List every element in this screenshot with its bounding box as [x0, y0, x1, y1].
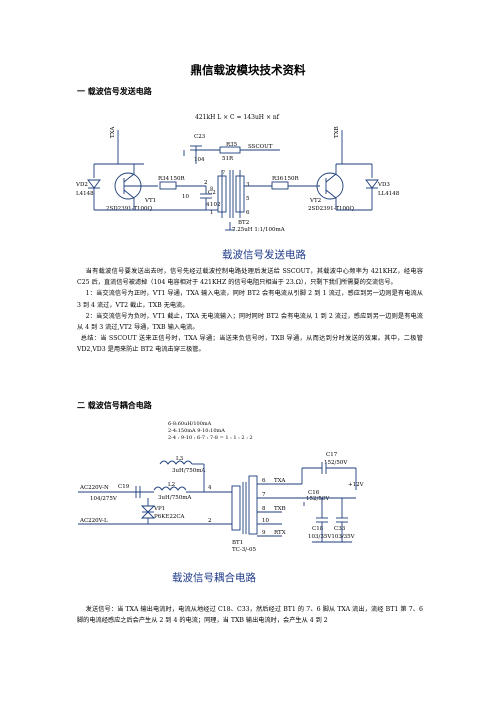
bt2-pin-4: 4: [206, 202, 210, 208]
bt1-note-1: 6-8:60uH/100mA: [168, 421, 212, 427]
l3-inductor: [159, 460, 193, 465]
r34-value: 150R: [170, 176, 185, 182]
txb-label: TXB: [274, 506, 286, 512]
c16-label: C16: [308, 490, 320, 496]
vt1-part: 2SD2391-T100Q: [106, 206, 153, 212]
vp1-label: VP1: [153, 506, 165, 512]
vd3-diode: [365, 179, 379, 210]
bt2-spec: 7.25uH 1:1/100mA: [232, 227, 286, 233]
vd3-label: VD3: [377, 182, 390, 188]
bt1-pin-10: 10: [262, 518, 269, 524]
vt2-transistor: [316, 164, 344, 210]
r36-resistor: [271, 181, 289, 190]
r34-resistor: [159, 181, 177, 190]
l2-inductor: [153, 486, 187, 491]
send-paragraph-3: 2：当交流信号为负时，VT1 截止，TXA 无电流输入；同时同时 BT2 会有电…: [77, 312, 423, 332]
circuit2-caption: 载波信号耦合电路: [172, 571, 256, 584]
c17-value: 152/50V: [324, 460, 348, 466]
bt2-pin-7: 7: [222, 170, 225, 176]
bt1-pin-9: 9: [262, 530, 266, 536]
l3-value: 3uH/750mA: [172, 468, 206, 474]
bt2-pin-1: 1: [210, 210, 214, 216]
ac-n-value: 104/275V: [90, 496, 118, 502]
bt2-pin-2: 2: [204, 180, 208, 186]
r35-value: 51R: [222, 156, 234, 162]
send-circuit-description: 当有载波信号要发送出去时，信号先经过载波控制电路处理后发送给 SSCOUT，其载…: [77, 266, 423, 356]
carrier-coupling-circuit-diagram: 6-8:60uH/100mA 2-4:150mA 9-10:10mA 2-4 :…: [78, 421, 365, 584]
vd2-diode: [87, 179, 101, 210]
send-paragraph-2: 1：当交流信号为正时，VT1 导通，TXA 输入电流，同时 BT2 会有电流从引…: [77, 290, 423, 309]
vt1-transistor: [114, 164, 158, 210]
bt2-transformer: [217, 170, 245, 218]
vt2-label: VT2: [309, 198, 321, 204]
r34-label: R34: [158, 176, 170, 182]
carrier-send-circuit-diagram: 421kH L × C = 143uH × nf TXA VD2 L4148 V…: [75, 114, 400, 261]
txa-label-left: TXA: [110, 126, 116, 138]
ac-n-label: AC220V-N: [79, 485, 109, 491]
send-paragraph-1: 当有载波信号要发送出去时，信号先经过载波控制电路处理后发送给 SSCOUT，其载…: [77, 268, 423, 287]
r36-label: R36: [272, 176, 284, 182]
bt1-transformer: [231, 475, 258, 535]
c18-label: C18: [312, 526, 324, 532]
bt2-pin-5: 5: [246, 196, 250, 202]
formula-label: 421kH L × C = 143uH × nf: [195, 114, 280, 121]
r36-value: 150R: [284, 176, 299, 182]
c33-label: C33: [334, 526, 346, 532]
bt1-pin-2: 2: [208, 518, 212, 524]
rtx-label: RTX: [274, 530, 286, 536]
c23-label: C23: [194, 134, 206, 140]
send-paragraph-summary: 总结：当 SSCOUT 送来正信号时，TXA 导通；当送来负信号时，TXB 导通…: [77, 335, 423, 354]
c16-value: 152/50V: [306, 496, 330, 502]
bt1-label: BT1: [232, 540, 243, 546]
bt1-part: TC-3/-05: [232, 547, 256, 553]
c17-label: C17: [326, 452, 338, 458]
l2-value: 3uH/750mA: [158, 495, 192, 501]
c19-label: C19: [118, 484, 130, 490]
vp1-part: P6KE22CA: [154, 514, 186, 520]
bt2-pin-3: 3: [246, 182, 250, 188]
section-heading-2: 二 载波信号耦合电路: [77, 400, 152, 410]
bt1-pin-8: 8: [262, 506, 266, 512]
sscout-label: SSCOUT: [248, 144, 273, 150]
coupling-circuit-description: 发送信号：当 TXA 输出电流时，电流从地经过 C18、C33，然后经过 BT1…: [77, 604, 423, 626]
ac-l-label: AC220V-L: [79, 518, 108, 524]
bt1-pin-6: 6: [262, 478, 266, 484]
vd2-part: L4148: [76, 191, 94, 197]
txb-label-right: TXB: [334, 126, 340, 138]
bt2-pin-8: 8: [210, 186, 213, 192]
section-heading-1: 一 载波信号发送电路: [77, 86, 152, 96]
l2-label: L2: [168, 482, 175, 488]
bt1-note-3: 2-4 : 9-10 : 6-7 : 7-8 = 1 : 1 : 2 : 2: [168, 435, 253, 441]
coupling-paragraph-1: 发送信号：当 TXA 输出电流时，电流从地经过 C18、C33，然后经过 BT1…: [77, 606, 423, 625]
bt2-pin-6: 6: [246, 210, 250, 216]
bt1-pin-7: 7: [262, 492, 266, 498]
c29-value: 10: [182, 194, 189, 200]
document-title: 鼎信载波模块技术资料: [190, 63, 306, 77]
txa-label: TXA: [274, 478, 286, 484]
l3-label: L3: [176, 456, 184, 462]
c18-c33-value: 103/35V103/35V: [308, 534, 356, 540]
bt1-pin-4: 4: [208, 485, 212, 491]
vt1-label: VT1: [144, 198, 156, 204]
vp1-tvs-diode: [140, 498, 156, 524]
c29-value-2: 102: [210, 202, 221, 208]
c29-label: C2: [208, 190, 216, 196]
r35-label: R35: [226, 142, 238, 148]
bt2-label: BT2: [238, 220, 249, 226]
bt1-note-2: 2-4:150mA 9-10:10mA: [168, 428, 225, 434]
vcc-label: +12V: [348, 482, 365, 488]
vd3-part: LL4148: [378, 191, 400, 197]
c23-value: 104: [194, 157, 205, 163]
vd2-label: VD2: [75, 182, 88, 188]
circuit1-caption: 载波信号发送电路: [222, 248, 306, 261]
vt2-part: 2SD2391-T100Q: [308, 206, 355, 212]
